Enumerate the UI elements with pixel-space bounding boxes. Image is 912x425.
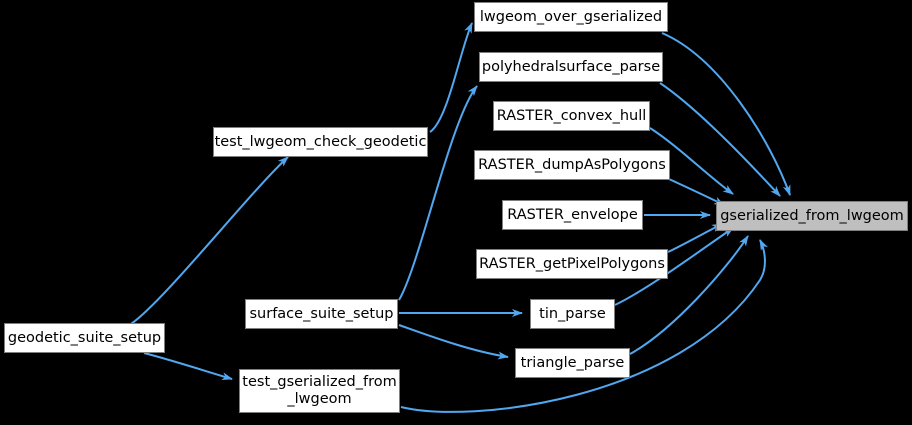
graph-node-label: test_lwgeom_check_geodetic — [214, 133, 427, 150]
graph-edge — [398, 324, 509, 360]
graph-edge — [130, 156, 289, 325]
graph-edge — [667, 223, 723, 253]
graph-node-label: triangle_parse — [520, 354, 625, 371]
graph-edge — [629, 235, 749, 355]
graph-node-label: test_gserialized_from _lwgeom — [242, 374, 397, 407]
graph-edge — [614, 227, 734, 306]
graph-node-polyhedralsurface_parse[interactable]: polyhedralsurface_parse — [479, 52, 663, 82]
graph-node-tin_parse[interactable]: tin_parse — [530, 299, 615, 329]
graph-edge — [143, 352, 233, 381]
graph-node-surface_suite_setup[interactable]: surface_suite_setup — [245, 299, 398, 329]
graph-node-RASTER_envelope[interactable]: RASTER_envelope — [502, 200, 643, 230]
graph-edge — [398, 85, 478, 301]
graph-node-label: geodetic_suite_setup — [7, 329, 162, 346]
graph-node-test_gserialized_from_lwgeom[interactable]: test_gserialized_from _lwgeom — [239, 369, 400, 413]
graph-edge — [429, 22, 473, 133]
graph-node-geodetic_suite_setup[interactable]: geodetic_suite_setup — [4, 323, 165, 353]
graph-node-label: surface_suite_setup — [249, 305, 394, 322]
graph-node-label: tin_parse — [539, 305, 606, 322]
graph-edge — [661, 32, 791, 196]
edge-group — [130, 22, 791, 413]
graph-node-test_lwgeom_check_geodetic[interactable]: test_lwgeom_check_geodetic — [213, 127, 428, 157]
graph-node-RASTER_convex_hull[interactable]: RASTER_convex_hull — [493, 101, 650, 131]
graph-node-gserialized_from_lwgeom[interactable]: gserialized_from_lwgeom — [716, 201, 908, 231]
graph-edge — [400, 239, 769, 413]
graph-edge — [659, 82, 781, 197]
graph-node-label: polyhedralsurface_parse — [481, 58, 661, 75]
graph-node-label: RASTER_getPixelPolygons — [479, 255, 665, 272]
graph-node-lwgeom_over_gserialized[interactable]: lwgeom_over_gserialized — [474, 2, 668, 32]
graph-node-RASTER_dumpAsPolygons[interactable]: RASTER_dumpAsPolygons — [474, 150, 670, 180]
graph-node-label: RASTER_convex_hull — [496, 107, 647, 124]
graph-node-label: RASTER_envelope — [507, 206, 638, 223]
graph-node-triangle_parse[interactable]: triangle_parse — [515, 348, 630, 378]
graph-node-label: RASTER_dumpAsPolygons — [478, 156, 666, 173]
graph-node-label: lwgeom_over_gserialized — [479, 8, 663, 25]
graph-node-RASTER_getPixelPolygons[interactable]: RASTER_getPixelPolygons — [476, 249, 668, 279]
graph-node-label: gserialized_from_lwgeom — [720, 207, 904, 224]
graph-edge — [649, 127, 734, 195]
